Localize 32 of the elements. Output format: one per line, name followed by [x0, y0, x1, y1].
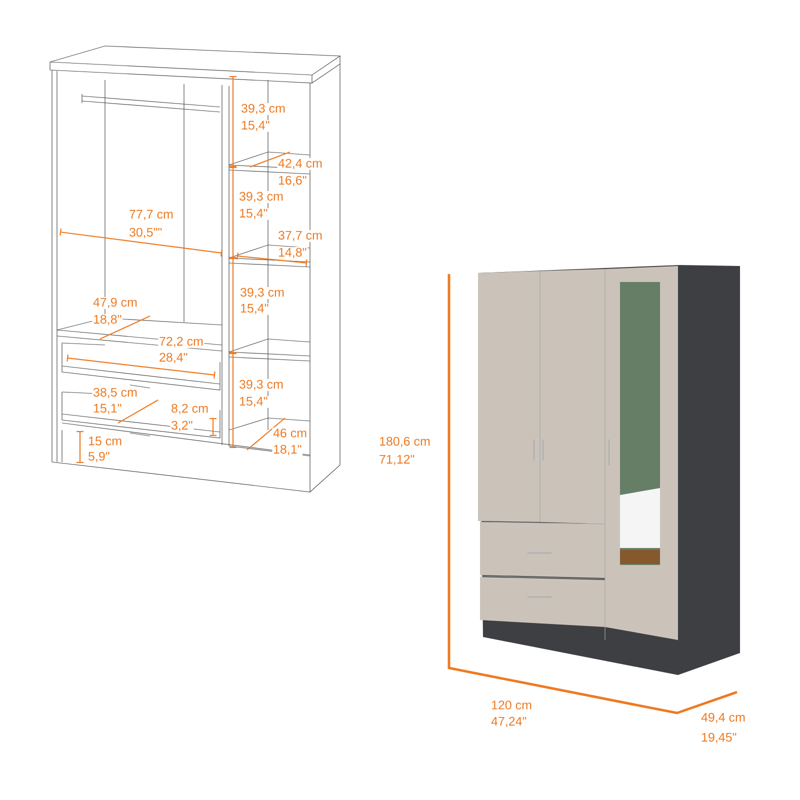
dimension-label: 8,2 cm [170, 403, 210, 415]
dimension-label: 15,1" [92, 403, 123, 415]
dimension-label: 18,8" [92, 314, 123, 326]
dimension-label: 72,2 cm [158, 336, 204, 348]
dimension-label: 39,3 cm [239, 287, 286, 299]
dimension-label: 46 cm [272, 428, 308, 438]
dimension-label: 15,4" [240, 120, 271, 132]
dimension-label: 15,4" [238, 208, 269, 220]
dimension-label: 16,6" [277, 175, 308, 187]
dimension-label: 18,1" [272, 444, 303, 456]
dimension-label: 28,4" [158, 352, 189, 364]
dimension-label: 38,5 cm [92, 387, 138, 399]
dimension-label: 47,24" [490, 716, 528, 728]
dimension-label: 3,2" [170, 420, 194, 432]
dimension-label: 15,4" [238, 396, 269, 408]
dimension-label: 37,7 cm [277, 230, 324, 242]
dimension-label: 39,3 cm [240, 103, 286, 115]
dimension-label: 19,45" [700, 732, 738, 744]
dimension-label: 15,4" [239, 303, 270, 315]
dimension-label: 47,9 cm [92, 297, 138, 309]
dimension-label: 71,12" [378, 454, 416, 466]
dimension-label: 14,8" [277, 247, 308, 259]
dimension-label: 180,6 cm [378, 436, 432, 448]
dimension-label: 77,7 cm [128, 209, 174, 221]
dimension-label: 39,3 cm [238, 379, 284, 391]
dimension-label: 5,9" [87, 451, 111, 463]
dimension-label: 49,4 cm [700, 712, 746, 724]
dimension-label: 42,4 cm [277, 158, 324, 170]
dimension-label: 30,5"" [128, 227, 163, 239]
dimension-label: 39,3 cm [238, 191, 284, 203]
dimension-label: 120 cm [490, 700, 533, 710]
dimension-label: 15 cm [87, 436, 123, 446]
